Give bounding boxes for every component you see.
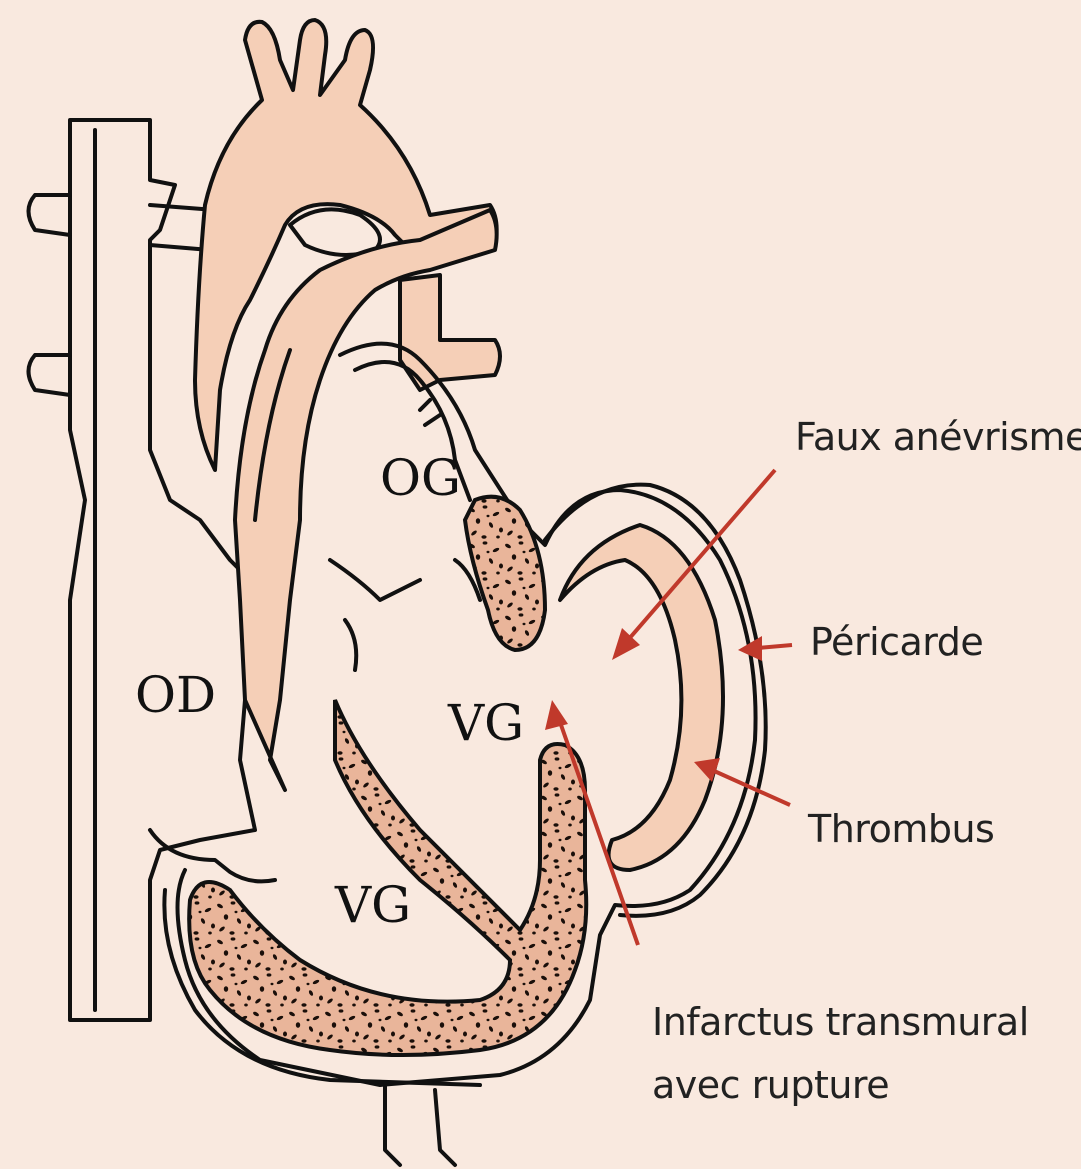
label-thrombus: Thrombus (807, 807, 994, 851)
label-pericarde: Péricarde (810, 620, 983, 664)
label-infarctus-line2: avec rupture (652, 1063, 889, 1107)
chamber-label-og: OG (380, 449, 461, 507)
label-infarctus-line1: Infarctus transmural (652, 1000, 1029, 1044)
label-faux-anevrisme: Faux anévrisme (795, 415, 1081, 459)
chamber-label-vg-lower: VG (334, 876, 411, 934)
chamber-label-vg-upper: VG (447, 694, 524, 752)
chamber-label-od: OD (135, 666, 216, 724)
